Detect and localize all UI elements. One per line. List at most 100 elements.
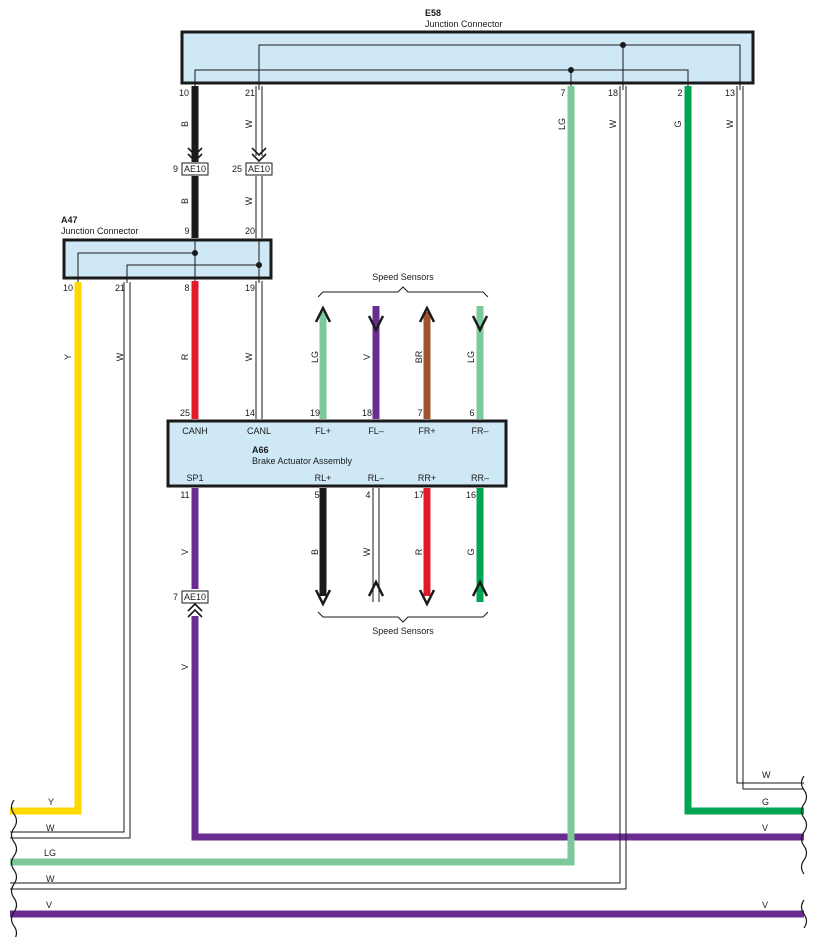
speed-sensors-bottom-label: Speed Sensors xyxy=(372,626,434,636)
a47-splice-dot xyxy=(192,250,198,256)
a47-pins: 9 20 10 21 8 19 xyxy=(63,226,255,293)
a66-pin: 11 xyxy=(180,490,189,500)
wire-code: B xyxy=(310,549,320,555)
connector-a66 xyxy=(166,419,508,488)
a66-signal: FL+ xyxy=(315,426,331,436)
a66-pin: 7 xyxy=(417,408,422,418)
a66-name: Brake Actuator Assembly xyxy=(252,456,353,466)
ae10-tag-w-label: AE10 xyxy=(248,164,270,174)
connector-e58 xyxy=(180,30,755,85)
e58-pin: 7 xyxy=(560,88,565,98)
sensor-arrows xyxy=(314,305,489,607)
a47-pin: 8 xyxy=(184,283,189,293)
a47-pin: 21 xyxy=(115,283,125,293)
wire-code: W xyxy=(115,352,125,361)
e58-id: E58 xyxy=(425,8,441,18)
wire-code: W xyxy=(46,823,55,833)
a66-pins: 25 14 19 18 7 6 CANH CANL FL+ FL– FR+ FR… xyxy=(180,408,489,500)
e58-pin: 21 xyxy=(245,88,255,98)
wire-code: W xyxy=(762,770,771,780)
a66-pin: 25 xyxy=(180,408,190,418)
arrow-up-icon xyxy=(471,579,489,597)
a66-pin: 5 xyxy=(314,490,319,500)
bottom-wire-codes: W Y G W V LG W V V xyxy=(44,770,771,910)
break-mark-left xyxy=(10,799,18,937)
e58-pin: 2 xyxy=(677,88,682,98)
break-mark-right-lower xyxy=(800,899,808,929)
a47-bus-w xyxy=(126,264,259,283)
wire-code: LG xyxy=(557,118,567,130)
arrow-down-icon xyxy=(471,315,489,333)
a47-pin: 19 xyxy=(245,283,255,293)
speed-sensors-top-label: Speed Sensors xyxy=(372,272,434,282)
e58-bus-w xyxy=(258,44,741,90)
wire-code: Y xyxy=(63,354,73,360)
chevron-up-icon xyxy=(187,608,203,618)
wire-code: V xyxy=(180,549,190,555)
a47-name: Junction Connector xyxy=(61,226,139,236)
wire-code: W xyxy=(244,352,254,361)
wire-code: LG xyxy=(44,848,56,858)
wire-code: R xyxy=(180,353,190,360)
chevron-up-icon xyxy=(187,602,203,612)
connector-a47 xyxy=(62,238,273,280)
wire-code: V xyxy=(362,354,372,360)
a66-pin: 14 xyxy=(245,408,255,418)
wire-w-a47-21 xyxy=(10,282,131,839)
e58-pin: 18 xyxy=(608,88,618,98)
wire-g-e58-2 xyxy=(684,86,804,815)
ae10-tag-w xyxy=(245,162,273,176)
wire-code: LG xyxy=(310,351,320,363)
arrow-down-icon xyxy=(418,589,436,607)
wire-w-e58-13 xyxy=(742,86,804,790)
a47-pin: 9 xyxy=(184,226,189,236)
wire-code: W xyxy=(608,119,618,128)
e58-bus-b xyxy=(194,69,689,90)
chevron-down-icon xyxy=(187,153,203,163)
a66-signal: FL– xyxy=(368,426,384,436)
a66-pin: 19 xyxy=(310,408,320,418)
a47-splice-dot xyxy=(256,262,262,268)
a47-id: A47 xyxy=(61,215,78,225)
ae10-tag-v xyxy=(181,590,209,604)
wire-code: LG xyxy=(466,351,476,363)
a66-signal: RL+ xyxy=(315,473,332,483)
arrow-down-icon xyxy=(314,589,332,607)
a66-id: A66 xyxy=(252,445,269,455)
wire-code: V xyxy=(762,900,768,910)
wire-code: BR xyxy=(414,350,424,363)
speed-sensor-braces xyxy=(317,286,489,623)
wire-code: W xyxy=(46,874,55,884)
e58-pins: 10 21 7 18 2 13 xyxy=(179,88,735,98)
ae10-tags: AE10 9 AE10 25 AE10 7 xyxy=(173,162,273,604)
break-mark-right-upper xyxy=(800,775,808,875)
ae10-tag-b-label: AE10 xyxy=(184,164,206,174)
a66-signal: SP1 xyxy=(186,473,203,483)
wire-code: V xyxy=(762,823,768,833)
a47-pin: 10 xyxy=(63,283,73,293)
wire-y xyxy=(10,282,82,815)
wires xyxy=(10,86,804,918)
a47-internal-lines xyxy=(77,240,262,283)
ae10-pin-v: 7 xyxy=(173,592,178,602)
a47-box xyxy=(62,238,273,280)
a66-signal: RL– xyxy=(368,473,385,483)
arrow-up-icon xyxy=(367,579,385,597)
wire-w-e58-18 xyxy=(10,86,627,890)
chevrons xyxy=(187,147,267,618)
chevron-down-icon xyxy=(251,147,267,157)
a66-signal: CANH xyxy=(182,426,208,436)
a66-signal: CANL xyxy=(247,426,271,436)
e58-pin: 10 xyxy=(179,88,189,98)
a47-bus-b xyxy=(77,252,195,283)
a66-signal: FR+ xyxy=(418,426,435,436)
wire-lg-e58-7 xyxy=(10,86,575,866)
wire-code: G xyxy=(762,797,769,807)
a66-signal: FR– xyxy=(471,426,488,436)
a66-pin: 18 xyxy=(362,408,372,418)
e58-name: Junction Connector xyxy=(425,19,503,29)
a66-box xyxy=(166,419,508,488)
e58-splice-dot xyxy=(568,67,574,73)
arrow-up-icon xyxy=(314,305,332,323)
a66-pin: 4 xyxy=(365,490,370,500)
